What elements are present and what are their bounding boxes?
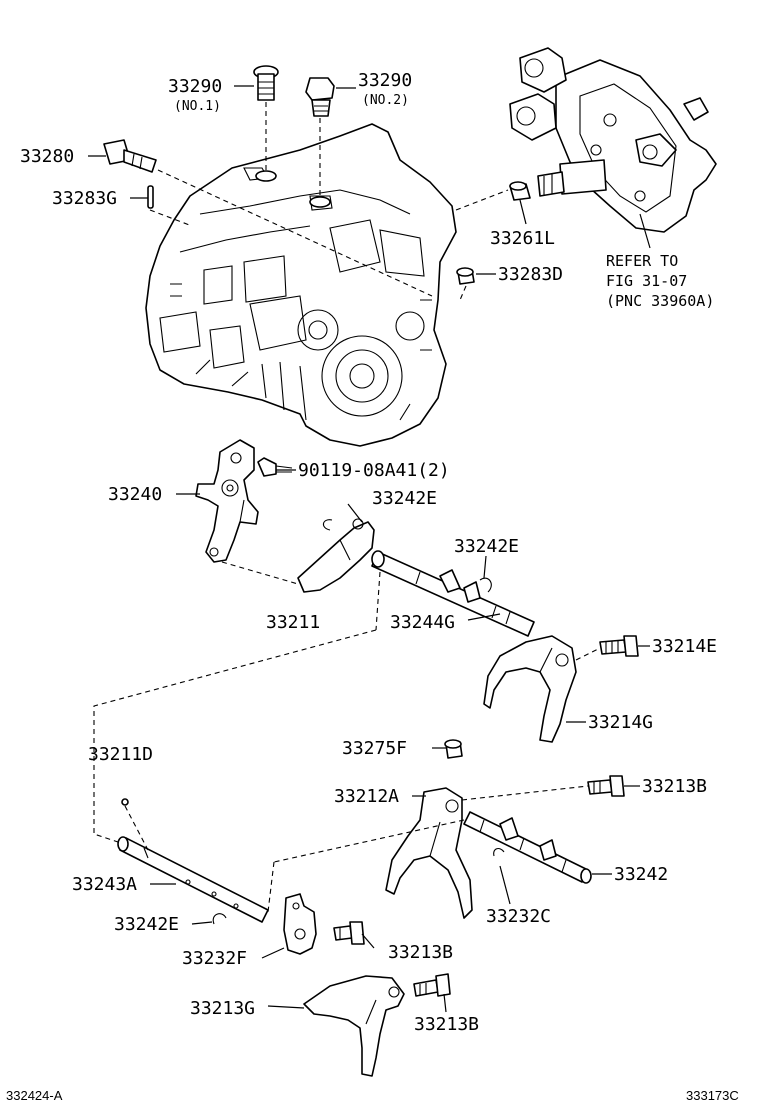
label-33232f: 33232F (182, 948, 247, 969)
plug-33290-no2-drawing (305, 77, 335, 117)
reference-line-3: (PNC 33960A) (606, 292, 714, 310)
bolt-33214e-drawing (599, 635, 639, 657)
clip-33242e-b-drawing (479, 577, 492, 593)
fork-33214g-drawing (483, 635, 577, 743)
bolt-90119-drawing (257, 457, 293, 477)
label-33211d: 33211D (88, 744, 153, 765)
label-33290-no2: 33290 (358, 70, 412, 91)
reference-note: REFER TO FIG 31-07 (PNC 33960A) (606, 252, 714, 310)
bolt-33213b-c-drawing (413, 973, 451, 997)
footer-left-code: 332424-A (6, 1088, 63, 1103)
label-33213g: 33213G (190, 998, 255, 1019)
fork-33213g-drawing (303, 975, 405, 1077)
label-33243a: 33243A (72, 874, 137, 895)
clip-33242e-a-drawing (322, 519, 333, 531)
label-33275f: 33275F (342, 738, 407, 759)
label-33214e: 33214E (652, 636, 717, 657)
label-33261l: 33261L (490, 228, 555, 249)
label-33290-no2-sub: (NO.2) (362, 93, 409, 108)
shaft-33243a-drawing (117, 836, 269, 923)
label-33213b-b: 33213B (388, 942, 453, 963)
clip-33242e-c-drawing (212, 913, 227, 925)
label-33242e-a: 33242E (372, 488, 437, 509)
assembly-dashed-lines (93, 102, 601, 913)
reference-line-1: REFER TO (606, 252, 678, 270)
shift-head-33211-drawing (297, 518, 375, 593)
label-33214g: 33214G (588, 712, 653, 733)
head-33232f-drawing (283, 893, 317, 955)
clip-33232c-drawing (493, 847, 505, 857)
shift-lever-housing-drawing (509, 47, 717, 233)
label-33242e-c: 33242E (114, 914, 179, 935)
label-33240: 33240 (108, 484, 162, 505)
label-33283g: 33283G (52, 188, 117, 209)
bolt-33213b-b-drawing (333, 921, 365, 945)
bushing-33261l-drawing (509, 181, 531, 201)
label-33212a: 33212A (334, 786, 399, 807)
label-33290-no1: 33290 (168, 76, 222, 97)
transmission-case-drawing (145, 123, 457, 447)
label-33211: 33211 (266, 612, 320, 633)
shaft-33242-drawing (463, 811, 592, 884)
plug-33275f-drawing (444, 739, 463, 759)
label-33213b-c: 33213B (414, 1014, 479, 1035)
lever-33240-drawing (195, 439, 259, 563)
pin-33283g-drawing (147, 185, 154, 209)
part-labels: 33290 (NO.1) 33290 (NO.2) 33280 33283G 3… (20, 70, 717, 1035)
reference-line-2: FIG 31-07 (606, 272, 687, 290)
label-33244g: 33244G (390, 612, 455, 633)
label-90119: 90119-08A41(2) (298, 460, 450, 481)
fork-33212a-drawing (385, 787, 473, 919)
label-33242e-b: 33242E (454, 536, 519, 557)
bolt-33213b-a-drawing (587, 775, 625, 797)
label-33280: 33280 (20, 146, 74, 167)
label-33213b-a: 33213B (642, 776, 707, 797)
ball-33211d-drawing (121, 798, 129, 806)
footer-right-code: 333173C (686, 1088, 739, 1103)
plug-33283d-drawing (456, 267, 475, 285)
label-33242: 33242 (614, 864, 668, 885)
label-33290-no1-sub: (NO.1) (174, 99, 221, 114)
switch-33280-drawing (103, 139, 157, 173)
label-33232c: 33232C (486, 906, 551, 927)
leader-lines (88, 85, 651, 1013)
plug-33290-no1-drawing (253, 65, 279, 101)
label-33283d: 33283D (498, 264, 563, 285)
